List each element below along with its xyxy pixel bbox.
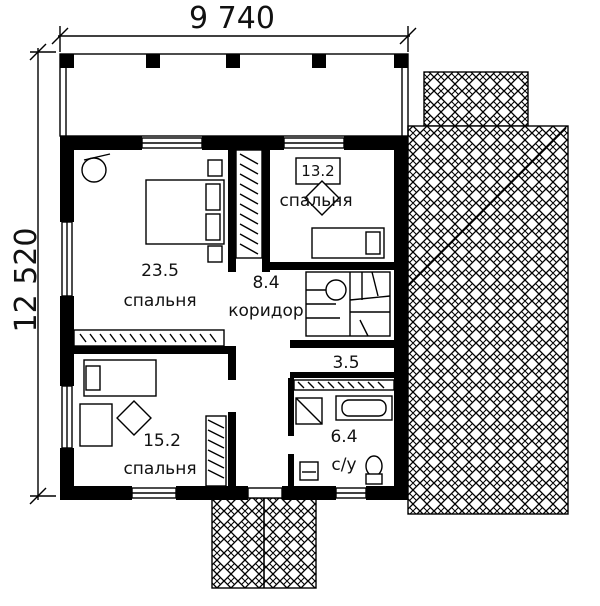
room-sign-13-2 [295,157,341,185]
room-name-master-bedroom: спальня [123,291,196,311]
single-bed-1 [311,227,385,259]
windows [61,137,367,499]
room-area-closet: 3.5 [332,353,359,373]
staircase [305,271,391,337]
height-dimension: 12 520 [9,43,56,505]
room-name-bedroom-3: спальня [123,459,196,479]
armchair-1 [81,153,111,183]
room-area-bedroom-2: 13.2 [301,162,334,180]
roof-ridge-line [407,127,567,287]
room-name-corridor: коридор [228,301,303,321]
interior-walls [74,150,394,486]
room-area-bedroom-3: 15.2 [143,431,181,451]
wardrobes [73,149,395,487]
armchair-2 [304,180,340,216]
shower [295,397,323,425]
width-label: 9 740 [189,1,275,36]
sink [299,461,319,481]
armchair-3 [116,400,152,436]
room-name-bathroom: с/у [331,455,356,475]
bathtub [335,395,393,421]
desk [79,403,113,447]
room-area-master-bedroom: 23.5 [141,261,179,281]
terrace [59,53,409,137]
single-bed-2 [83,359,157,397]
side-roof [407,125,569,515]
height-label: 12 520 [9,228,44,333]
chimney-roof [423,71,529,127]
room-name-bedroom-2: спальня [279,191,352,211]
exterior-walls [60,136,408,500]
room-area-bathroom: 6.4 [330,427,357,447]
room-area-corridor: 8.4 [252,273,279,293]
toilet [365,455,383,485]
width-dimension: 9 740 [51,1,417,52]
double-bed [145,159,225,263]
